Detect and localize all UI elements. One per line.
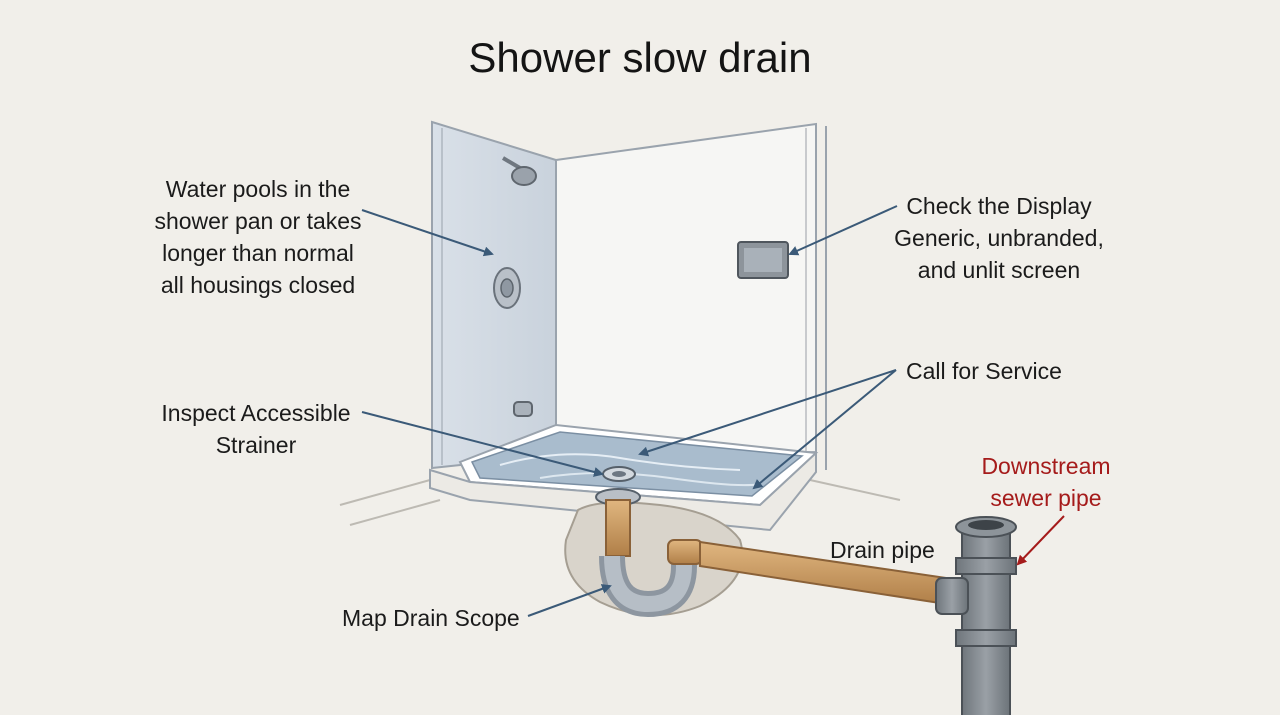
label-check-display: Check the Display Generic, unbranded, an… <box>886 190 1112 286</box>
back-wall <box>555 122 817 457</box>
label-water-pools: Water pools in the shower pan or takes l… <box>148 173 368 301</box>
strainer <box>602 466 636 482</box>
label-line: Strainer <box>215 432 297 458</box>
label-drain-pipe: Drain pipe <box>830 537 935 563</box>
label-line: Check the Display <box>906 193 1092 219</box>
arrow-downstream <box>1016 515 1065 566</box>
display-panel <box>737 241 789 279</box>
shower-valve <box>493 267 521 309</box>
label-map-scope: Map Drain Scope <box>342 605 520 631</box>
callout-arrows <box>361 205 898 617</box>
label-line: sewer pipe <box>990 485 1102 511</box>
label-line: all housings closed <box>160 272 356 298</box>
arrow-water-pools <box>361 209 494 257</box>
floor-lines <box>339 479 901 526</box>
arrow-check-display <box>788 205 898 256</box>
label-line: Inspect Accessible <box>161 400 351 426</box>
label-line: and unlit screen <box>917 257 1081 283</box>
shower-head <box>501 156 537 186</box>
label-line: longer than normal <box>162 240 354 266</box>
shower-pan <box>429 423 819 532</box>
arrow-map-scope <box>527 584 612 617</box>
tub-spout <box>513 401 533 417</box>
label-downstream: Downstream sewer pipe <box>966 450 1126 514</box>
p-trap <box>595 488 703 618</box>
arrow-call-service-1 <box>638 369 897 457</box>
label-line: Downstream <box>981 453 1111 479</box>
label-line: Water pools in the <box>165 176 351 202</box>
label-line: Generic, unbranded, <box>894 225 1104 251</box>
label-line: shower pan or takes <box>154 208 362 234</box>
label-inspect-strainer: Inspect Accessible Strainer <box>150 397 362 461</box>
sewer-pipe <box>935 516 1017 715</box>
shower-enclosure <box>431 120 827 470</box>
label-call-service: Call for Service <box>906 358 1062 384</box>
page-title: Shower slow drain <box>468 34 812 81</box>
arrow-call-service-2 <box>752 369 897 490</box>
arrow-inspect-strainer <box>361 411 604 477</box>
